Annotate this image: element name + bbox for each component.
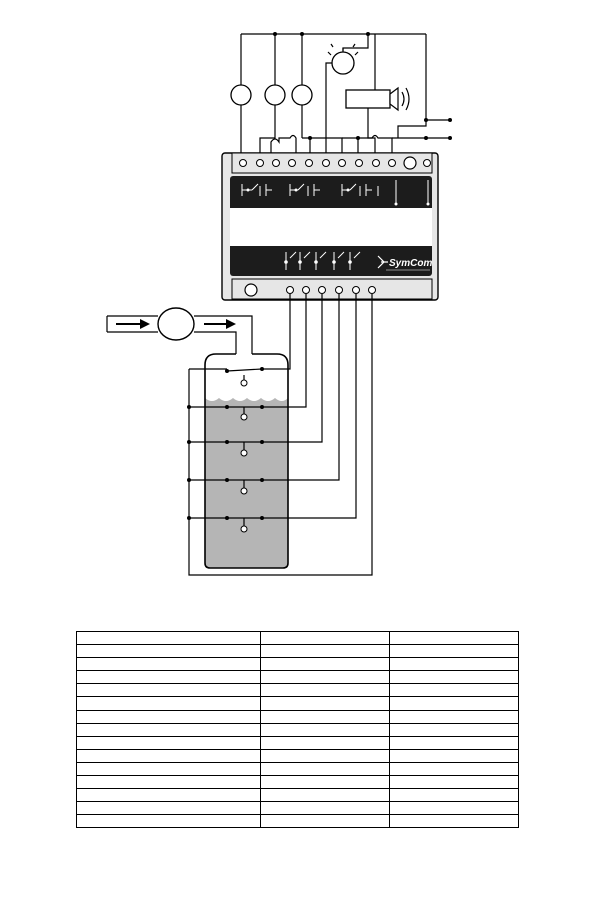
table-row xyxy=(76,748,519,763)
table-cell xyxy=(76,735,261,750)
table-cell xyxy=(389,735,519,750)
table-cell xyxy=(76,775,261,790)
table-cell xyxy=(260,748,390,763)
bottom-terminals xyxy=(286,286,376,294)
table-cell xyxy=(76,814,261,829)
wiring-diagram: SymCom xyxy=(106,32,452,576)
coil-2-icon xyxy=(264,84,286,106)
table-cell xyxy=(76,709,261,724)
coil-3-icon xyxy=(291,84,313,106)
upper-terminal-wiring xyxy=(270,134,393,158)
table-row xyxy=(76,644,519,659)
table-row xyxy=(76,670,519,685)
table-cell xyxy=(76,722,261,737)
table-cell xyxy=(260,761,390,777)
liquid-tank xyxy=(204,353,289,569)
table-cell xyxy=(76,788,261,803)
table-cell xyxy=(260,735,390,750)
table-cell xyxy=(76,801,261,816)
top-wiring xyxy=(240,32,452,140)
table-cell xyxy=(76,748,261,763)
table-cell xyxy=(260,630,390,646)
pump-icon xyxy=(157,307,195,341)
table-cell xyxy=(76,630,261,646)
table-cell xyxy=(389,748,519,763)
table-cell xyxy=(260,722,390,737)
coil-1-icon xyxy=(230,84,252,106)
top-screw-icon xyxy=(403,156,417,170)
table-cell xyxy=(260,696,390,711)
upper-contact-symbols xyxy=(241,180,429,204)
table-cell xyxy=(260,657,390,672)
table-cell xyxy=(260,709,390,724)
table-cell xyxy=(389,761,519,777)
table-cell xyxy=(76,696,261,711)
table-row xyxy=(76,683,519,698)
probe-wiring xyxy=(187,294,373,576)
table-cell xyxy=(76,761,261,777)
table-cell xyxy=(260,814,390,829)
table-cell xyxy=(389,630,519,646)
table-cell xyxy=(389,696,519,711)
brand-logo-text: SymCom xyxy=(389,258,432,269)
table-row xyxy=(76,722,519,737)
pump-pipe xyxy=(106,307,253,354)
table-cell xyxy=(389,775,519,790)
relay-module: SymCom xyxy=(221,152,439,301)
table-cell xyxy=(389,670,519,685)
table-row xyxy=(76,657,519,672)
table-cell xyxy=(260,683,390,698)
table-cell xyxy=(260,670,390,685)
bottom-screw-icon xyxy=(244,283,258,297)
table-row xyxy=(76,788,519,803)
label-window xyxy=(230,208,432,246)
table-row xyxy=(76,814,519,829)
wiring-table-body xyxy=(76,630,519,829)
table-row xyxy=(76,735,519,750)
table-cell xyxy=(389,801,519,816)
symcom-logo: SymCom xyxy=(377,255,432,271)
table-cell xyxy=(389,722,519,737)
table-cell xyxy=(389,683,519,698)
table-cell xyxy=(76,670,261,685)
table-row xyxy=(76,801,519,816)
table-cell xyxy=(389,788,519,803)
table-row xyxy=(76,709,519,724)
table-cell xyxy=(260,788,390,803)
table-cell xyxy=(76,657,261,672)
table-cell xyxy=(260,801,390,816)
table-cell xyxy=(76,683,261,698)
indicator-lamp-icon xyxy=(325,43,359,158)
table-cell xyxy=(389,644,519,659)
table-cell xyxy=(389,709,519,724)
wiring-table xyxy=(76,630,519,829)
top-terminals xyxy=(239,159,431,167)
table-cell xyxy=(389,657,519,672)
table-row xyxy=(76,775,519,790)
alarm-horn-icon xyxy=(345,86,410,158)
table-cell xyxy=(260,775,390,790)
table-row xyxy=(76,761,519,777)
table-cell xyxy=(260,644,390,659)
table-row xyxy=(76,630,519,646)
table-row xyxy=(76,696,519,711)
table-cell xyxy=(76,644,261,659)
table-cell xyxy=(389,814,519,829)
